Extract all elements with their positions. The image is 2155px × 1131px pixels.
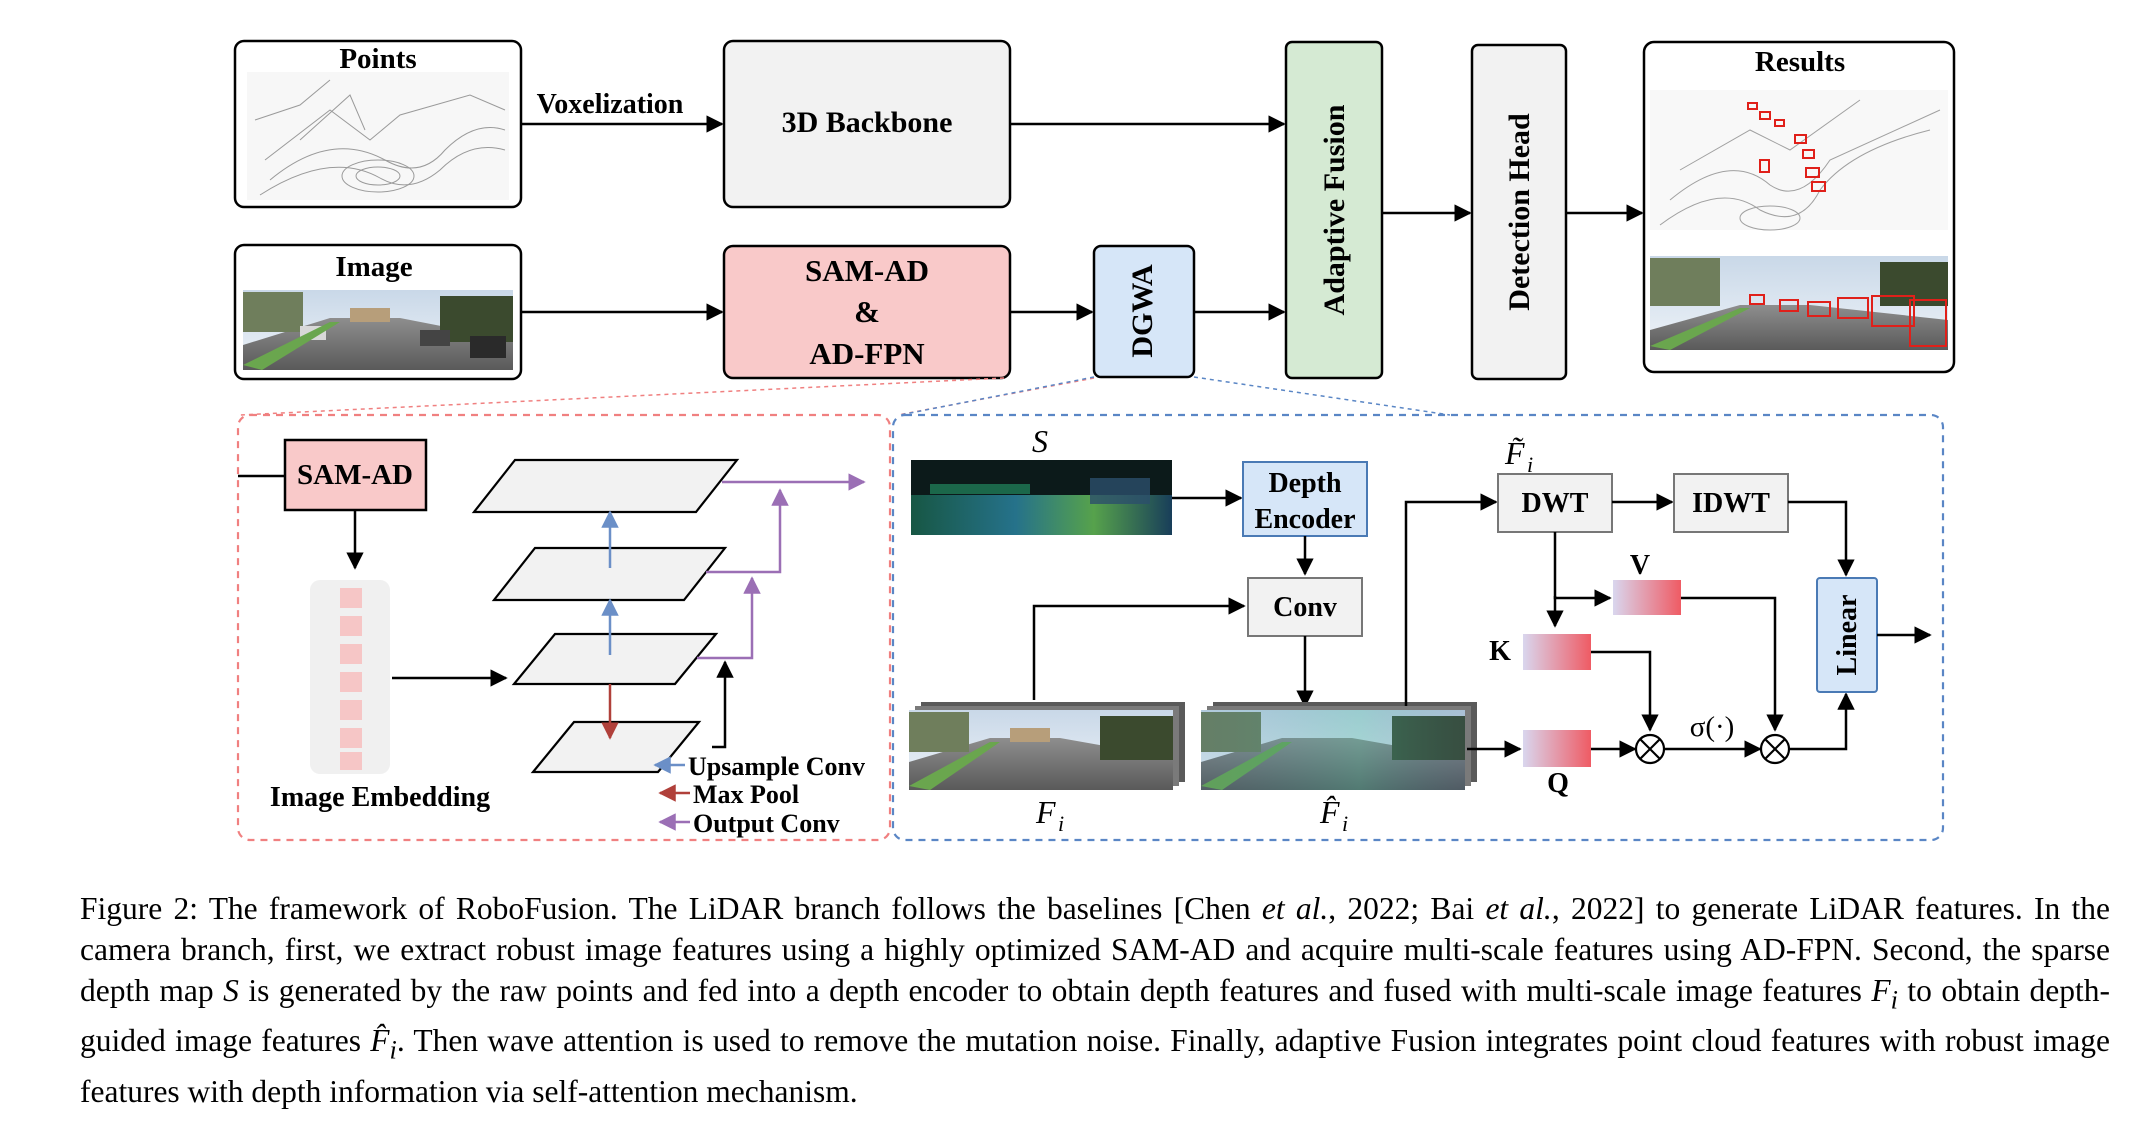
backbone-box: 3D Backbone xyxy=(722,39,1012,209)
output-conv-arrow-2 xyxy=(706,488,789,574)
arrow-fi-to-conv xyxy=(1032,597,1246,700)
camera-image xyxy=(243,290,513,370)
idwt-label: IDWT xyxy=(1692,488,1770,519)
adaptive-fusion-box: Adaptive Fusion xyxy=(1284,40,1384,380)
caption-text-2: , 2022; Bai xyxy=(1328,891,1486,926)
legend-maxpool-label: Max Pool xyxy=(693,780,799,809)
k-label: K xyxy=(1489,636,1511,667)
linear-label: Linear xyxy=(1832,595,1863,676)
sparse-depth-image xyxy=(911,460,1172,535)
results-panel: Results xyxy=(1642,40,1956,374)
adaptive-fusion-label: Adaptive Fusion xyxy=(1318,104,1351,315)
image-title: Image xyxy=(335,251,412,283)
output-conv-arrow-1 xyxy=(697,576,761,660)
arrow-idwt-to-linear xyxy=(1788,500,1855,577)
arrow-fhat-to-dwt xyxy=(1404,493,1498,706)
dgwa-label: DGWA xyxy=(1126,264,1159,358)
left-detail-panel xyxy=(236,413,892,842)
q-label: Q xyxy=(1547,768,1569,799)
dwt-box: DWT xyxy=(1497,473,1613,533)
detection-head-label: Detection Head xyxy=(1503,113,1536,311)
results-3d-boxes xyxy=(1747,102,1826,192)
caption-etal-2: et al. xyxy=(1485,891,1552,926)
legend-outputconv-label: Output Conv xyxy=(693,809,840,838)
depth-encoder-line2: Encoder xyxy=(1254,504,1355,535)
fi-subscript: i xyxy=(1058,811,1064,836)
fpn-layer-3 xyxy=(511,632,719,686)
arrow-k-to-multiply xyxy=(1591,650,1659,732)
results-point-cloud xyxy=(1650,90,1948,231)
linear-box: Linear xyxy=(1816,577,1878,693)
caption-etal-1: et al. xyxy=(1261,891,1329,926)
conv-box: Conv xyxy=(1247,577,1363,637)
samad-fpn-box: SAM-AD & AD-FPN xyxy=(722,244,1012,380)
caption-symbol-fhat-sub: i xyxy=(389,1035,397,1065)
detection-head-box: Detection Head xyxy=(1470,43,1568,381)
fi-label: F xyxy=(1035,794,1056,830)
legend-upsample-label: Upsample Conv xyxy=(688,752,865,781)
multiply-node-1 xyxy=(1634,733,1666,765)
samad-detail-box: SAM-AD xyxy=(283,438,428,512)
q-token xyxy=(1523,730,1591,767)
fhat-image-stack xyxy=(1201,702,1477,790)
fhat-subscript: i xyxy=(1342,811,1348,836)
sigma-label: σ(·) xyxy=(1690,711,1735,743)
dgwa-box: DGWA xyxy=(1092,244,1196,379)
depth-encoder-box: Depth Encoder xyxy=(1242,461,1368,537)
caption-text-3: , 2022] to generate LiDAR features. In t… xyxy=(80,891,2110,1008)
arrow-dwt-to-v xyxy=(1553,589,1612,607)
arrow-multiply2-to-linear xyxy=(1789,692,1855,751)
samad-label: SAM-AD xyxy=(805,253,929,288)
image-embedding-block xyxy=(310,580,390,774)
fpn-layer-2 xyxy=(491,546,728,602)
fpn-bottom-connector xyxy=(712,660,734,749)
image-embedding-label: Image Embedding xyxy=(270,782,490,813)
fpn-layer-1 xyxy=(471,458,740,514)
caption-text-6: . Then wave attention is used to remove … xyxy=(80,1023,2110,1109)
caption-symbol-fhat: F̂ xyxy=(370,1023,390,1059)
point-cloud-image xyxy=(254,79,506,196)
sparse-depth-label: S xyxy=(1032,423,1048,459)
conv-label: Conv xyxy=(1273,592,1337,623)
points-title: Points xyxy=(339,43,416,75)
results-camera-image xyxy=(1650,256,1948,350)
caption-text-5: to obtain depth-guided image features xyxy=(80,973,2110,1059)
caption-symbol-f: F xyxy=(1871,973,1891,1008)
multiply-node-2 xyxy=(1759,733,1791,765)
figure-caption: Figure 2: The framework of RoboFusion. T… xyxy=(80,888,2110,1112)
points-panel: Points xyxy=(233,39,523,209)
samad-ampersand: & xyxy=(854,294,880,329)
backbone-label: 3D Backbone xyxy=(782,106,953,139)
caption-text-1: Figure 2: The framework of RoboFusion. T… xyxy=(80,891,1262,926)
zoom-guide-right-2 xyxy=(1193,376,1451,416)
idwt-box: IDWT xyxy=(1673,473,1789,533)
results-title: Results xyxy=(1755,46,1845,78)
zoom-guide-left xyxy=(239,377,1005,416)
caption-symbol-s: S xyxy=(223,973,239,1008)
caption-text-4: is generated by the raw points and fed i… xyxy=(238,973,1872,1008)
v-token xyxy=(1613,580,1681,615)
arrow-v-to-multiply xyxy=(1681,596,1784,732)
samad-detail-label: SAM-AD xyxy=(297,459,413,491)
adfpn-label: AD-FPN xyxy=(809,336,924,371)
fhat-label: F̂ xyxy=(1319,794,1340,830)
fpn-legend: Upsample Conv Max Pool Output Conv xyxy=(653,752,865,838)
image-panel: Image xyxy=(233,243,523,381)
ftilde-subscript: i xyxy=(1527,452,1533,477)
caption-symbol-f-sub: i xyxy=(1890,985,1898,1015)
voxelization-label: Voxelization xyxy=(537,89,684,120)
k-token xyxy=(1523,634,1591,670)
right-detail-panel xyxy=(891,413,1945,842)
zoom-guide-right xyxy=(899,376,1095,416)
ftilde-label: F̃ xyxy=(1504,435,1525,471)
depth-encoder-line1: Depth xyxy=(1268,468,1342,499)
v-label: V xyxy=(1630,550,1650,581)
dwt-label: DWT xyxy=(1522,488,1589,519)
fi-image-stack xyxy=(909,702,1185,790)
